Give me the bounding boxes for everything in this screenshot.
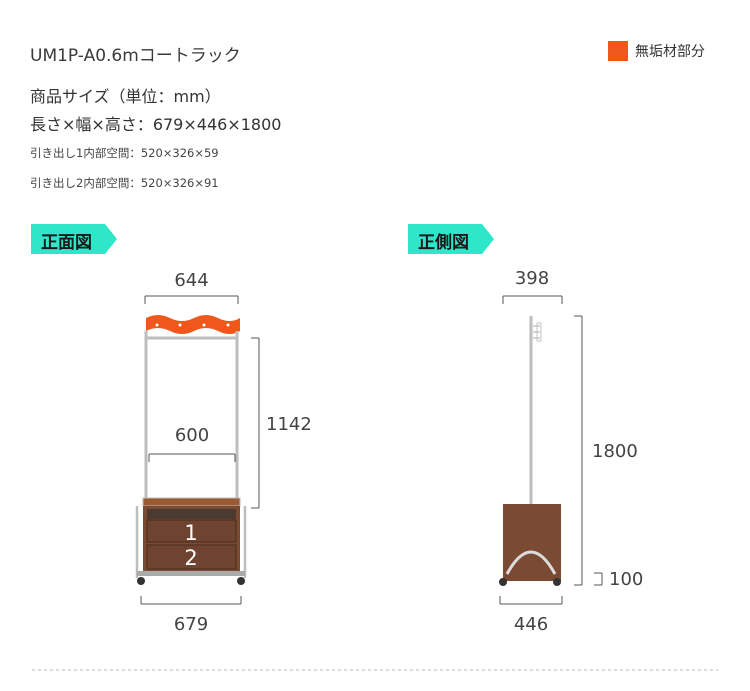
- front-view-badge: 正面図: [31, 224, 117, 254]
- side-base-height-label: 100: [609, 569, 643, 590]
- drawer1-inner-space: 引き出し1内部空間：520×326×59: [30, 146, 219, 160]
- front-wood-top-rail: [146, 315, 240, 334]
- front-top-width-dimension: [144, 295, 239, 304]
- legend-swatch: [608, 41, 628, 61]
- legend-label: 無垢材部分: [635, 44, 705, 60]
- front-base-width-dimension: [140, 596, 242, 605]
- side-height-label: 1800: [592, 441, 638, 462]
- front-height-dimension: [251, 337, 260, 509]
- product-model: UM1P-A0.6mコートラック: [30, 46, 241, 66]
- front-hook-dots: [155, 323, 230, 327]
- side-base-depth-label: 446: [514, 614, 548, 635]
- front-height-label: 1142: [266, 414, 312, 435]
- overall-dimensions: 長さ×幅×高さ：679×446×1800: [30, 115, 282, 134]
- legend: 無垢材部分: [608, 41, 705, 61]
- side-base-height-dimension: [594, 572, 603, 586]
- front-drawer-2-label: 2: [184, 546, 197, 570]
- side-top-depth-dimension: [502, 295, 563, 304]
- front-inner-width-dimension: [148, 453, 236, 462]
- front-drawer-1-top: [147, 509, 236, 519]
- side-view-drawing: 398 1800 100: [499, 268, 643, 635]
- side-view-title: 正側図: [418, 233, 469, 253]
- side-base-depth-dimension: [499, 596, 563, 605]
- front-casters: [135, 506, 247, 585]
- front-top-width-label: 644: [174, 270, 208, 291]
- side-height-dimension: [574, 315, 583, 586]
- side-casters: [499, 578, 561, 586]
- size-unit-label: 商品サイズ（単位：mm）: [30, 87, 221, 106]
- side-top-depth-label: 398: [515, 268, 549, 289]
- front-base-width-label: 679: [174, 614, 208, 635]
- front-tray: [142, 497, 241, 507]
- badge-shape: [31, 224, 117, 254]
- front-drawer-1-label: 1: [184, 521, 197, 545]
- drawer2-inner-space: 引き出し2内部空間：520×326×91: [30, 176, 219, 190]
- front-drawer-2: [146, 544, 237, 570]
- front-inner-width-label: 600: [175, 425, 209, 446]
- front-view-title: 正面図: [41, 233, 92, 253]
- badge-shape: [408, 224, 494, 254]
- front-view-drawing: 644 1142 600: [135, 270, 312, 635]
- front-metal-frame: [144, 331, 239, 498]
- front-drawer-1: [146, 519, 237, 543]
- side-base-arc: [505, 550, 557, 575]
- side-view-badge: 正側図: [408, 224, 494, 254]
